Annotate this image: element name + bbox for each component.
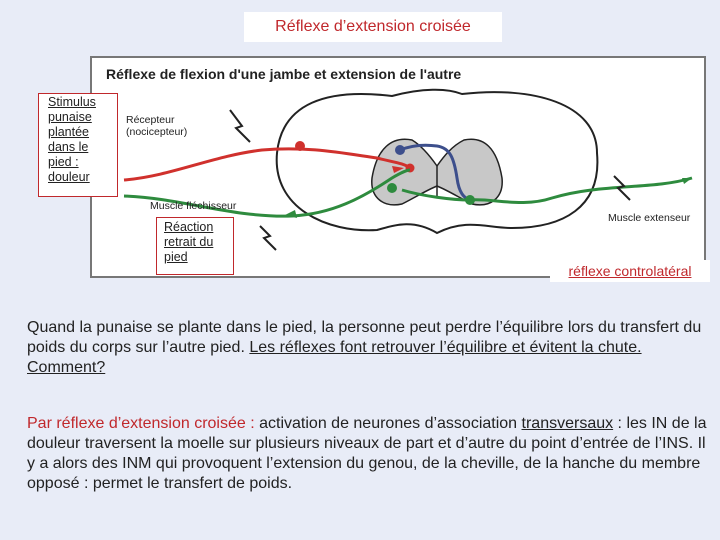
reaction-line: pied bbox=[164, 250, 188, 264]
reaction-line: retrait du bbox=[164, 235, 214, 249]
stimulus-line: Stimulus bbox=[48, 95, 96, 109]
stimulus-line: pied : bbox=[48, 155, 79, 169]
paragraph-balance: Quand la punaise se plante dans le pied,… bbox=[27, 318, 702, 378]
reaction-callout: Réaction retrait du pied bbox=[156, 217, 234, 275]
stimulus-callout: Stimulus punaise plantée dans le pied : … bbox=[38, 93, 118, 197]
extensor-muscle-label: Muscle extenseur bbox=[608, 212, 691, 224]
spinal-cord-outline bbox=[275, 88, 599, 235]
paragraph-explanation-heading: Par réflexe d’extension croisée : bbox=[27, 415, 260, 432]
extensor-motor-cell-body bbox=[465, 195, 475, 205]
receptor-label-line1: Récepteur bbox=[126, 114, 175, 126]
sensory-cell-body bbox=[295, 141, 305, 151]
extensor-motor-neuron-path bbox=[401, 176, 693, 204]
interneuron-path bbox=[399, 143, 471, 202]
paragraph-balance-text: Quand la punaise se plante dans le pied,… bbox=[27, 319, 702, 356]
contralateral-reflex-label: réflexe controlatéral bbox=[550, 260, 710, 282]
synapse-arrowhead bbox=[392, 166, 404, 173]
diagram-heading: Réflexe de flexion d'une jambe et extens… bbox=[106, 66, 462, 82]
slide-title: Réflexe d’extension croisée bbox=[244, 12, 502, 42]
pain-lightning-icon bbox=[229, 109, 251, 143]
extensor-arrowhead bbox=[682, 178, 692, 184]
slide-title-text: Réflexe d’extension croisée bbox=[275, 18, 471, 35]
receptor-label-line2: (nocicepteur) bbox=[126, 126, 188, 138]
paragraph-explanation-keyword: transversaux bbox=[521, 415, 614, 432]
paragraph-explanation-text-a: activation de neurones d’association bbox=[259, 415, 522, 432]
stimulus-line: plantée bbox=[48, 125, 90, 139]
sensory-neuron-path bbox=[123, 147, 411, 182]
reaction-line: Réaction bbox=[164, 220, 214, 234]
receptor-label: Récepteur (nocicepteur) bbox=[126, 114, 187, 138]
flexor-muscle-label: Muscle fléchisseur bbox=[150, 200, 237, 212]
flexor-lightning-icon bbox=[259, 225, 277, 251]
interneuron-cell-body bbox=[395, 145, 405, 155]
flexor-motor-neuron-path bbox=[123, 168, 411, 218]
stimulus-line: punaise bbox=[48, 110, 92, 124]
contralateral-reflex-text: réflexe controlatéral bbox=[568, 263, 692, 279]
flexor-arrowhead bbox=[285, 210, 297, 218]
paragraph-explanation: Par réflexe d’extension croisée : activa… bbox=[27, 414, 715, 494]
stimulus-line: douleur bbox=[48, 170, 90, 184]
extensor-lightning-icon bbox=[613, 175, 631, 201]
spinal-cord-diagram bbox=[123, 88, 693, 251]
paragraph-balance-question: Les réflexes font retrouver l’équilibre … bbox=[27, 339, 642, 376]
paragraph-explanation-text-b: : les IN de la douleur traversent la moe… bbox=[27, 415, 707, 492]
flexor-motor-cell-body bbox=[387, 183, 397, 193]
stimulus-line: dans le bbox=[48, 140, 89, 154]
